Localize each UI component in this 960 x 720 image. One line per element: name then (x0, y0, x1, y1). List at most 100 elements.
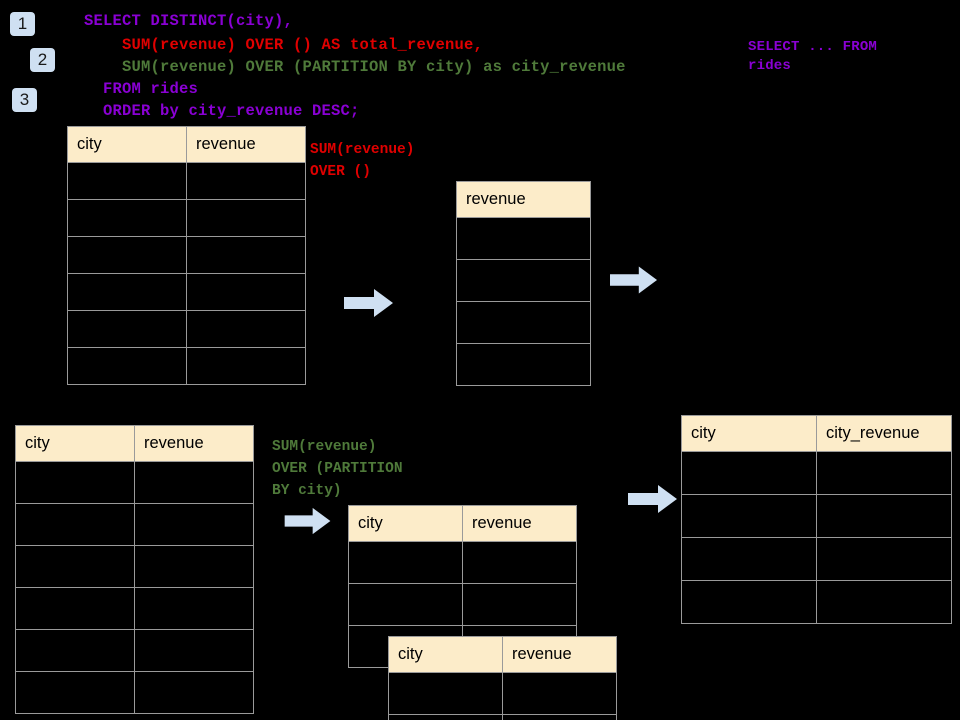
sql-aside-rides: rides (748, 58, 792, 74)
cell (388, 672, 503, 715)
table-header-row: city revenue (67, 126, 306, 163)
table-row (15, 671, 254, 714)
column-header-revenue: revenue (134, 425, 254, 462)
column-header-revenue: revenue (186, 126, 306, 163)
cell (462, 583, 577, 626)
table-row (67, 199, 306, 237)
cell (502, 672, 617, 715)
column-header-revenue: revenue (502, 636, 617, 673)
arrow-right-icon (610, 265, 658, 300)
cell (816, 494, 952, 538)
table-row (681, 451, 952, 495)
cell (15, 587, 135, 630)
table-row (388, 672, 617, 715)
table-row (456, 343, 591, 386)
table-row (15, 545, 254, 588)
table-total-revenue: revenue (456, 181, 591, 386)
cell (134, 503, 254, 546)
cell (348, 583, 463, 626)
cell (186, 310, 306, 348)
cell (67, 310, 187, 348)
table-row (456, 217, 591, 260)
cell (456, 259, 591, 302)
table-header-row: city revenue (15, 425, 254, 462)
table-row (681, 537, 952, 581)
table-header-row: revenue (456, 181, 591, 218)
column-header-city: city (348, 505, 463, 542)
table-header-row: city revenue (388, 636, 617, 673)
cell (186, 347, 306, 385)
cell (67, 236, 187, 274)
cell (456, 217, 591, 260)
column-header-city: city (388, 636, 503, 673)
cell (15, 629, 135, 672)
sql-line-city-revenue: SUM(revenue) OVER (PARTITION BY city) as… (84, 58, 626, 76)
cell (681, 451, 817, 495)
cell (186, 236, 306, 274)
table-row (15, 629, 254, 672)
step-badge-3: 3 (12, 88, 37, 112)
cell (134, 461, 254, 504)
cell (456, 301, 591, 344)
cell (816, 580, 952, 624)
table-source-bottom: city revenue (15, 425, 254, 714)
cell (134, 629, 254, 672)
table-row (67, 236, 306, 274)
cell (348, 541, 463, 584)
table-row (67, 347, 306, 385)
table-row (388, 714, 617, 720)
column-header-city: city (681, 415, 817, 452)
cell (388, 714, 503, 720)
sql-aside-select-from: SELECT ... FROM (748, 39, 878, 55)
table-row (456, 259, 591, 302)
column-header-city: city (67, 126, 187, 163)
table-row (15, 587, 254, 630)
cell (681, 537, 817, 581)
sql-line-order-by: ORDER by city_revenue DESC; (84, 102, 360, 120)
sql-line-total-revenue: SUM(revenue) OVER () AS total_revenue, (84, 36, 484, 54)
table-result: city city_revenue (681, 415, 952, 624)
column-header-city: city (15, 425, 135, 462)
table-row (67, 273, 306, 311)
sql-line-select-distinct: SELECT DISTINCT(city), (84, 12, 294, 30)
arrow-right-icon (344, 288, 394, 323)
cell (816, 537, 952, 581)
cell (134, 671, 254, 714)
table-row (67, 162, 306, 200)
arrow-right-icon (283, 507, 333, 540)
annotation-over-empty: SUM(revenue) OVER () (310, 142, 415, 180)
table-row (348, 583, 577, 626)
cell (67, 162, 187, 200)
table-row (15, 503, 254, 546)
cell (462, 541, 577, 584)
table-source-top: city revenue (67, 126, 306, 385)
cell (67, 273, 187, 311)
column-header-revenue: revenue (456, 181, 591, 218)
table-header-row: city city_revenue (681, 415, 952, 452)
step-badge-1: 1 (10, 12, 35, 36)
table-row (15, 461, 254, 504)
cell (15, 461, 135, 504)
table-row (681, 580, 952, 624)
sql-line-from: FROM rides (84, 80, 199, 98)
cell (67, 199, 187, 237)
annotation-over-partition: SUM(revenue) OVER (PARTITION BY city) (272, 439, 403, 499)
table-row (67, 310, 306, 348)
cell (15, 503, 135, 546)
table-row (348, 541, 577, 584)
cell (502, 714, 617, 720)
cell (681, 580, 817, 624)
cell (681, 494, 817, 538)
table-partition-group-b: city revenue (388, 636, 617, 720)
table-header-row: city revenue (348, 505, 577, 542)
column-header-revenue: revenue (462, 505, 577, 542)
arrow-right-icon (628, 484, 678, 519)
column-header-city-revenue: city_revenue (816, 415, 952, 452)
cell (186, 199, 306, 237)
cell (134, 587, 254, 630)
cell (816, 451, 952, 495)
cell (134, 545, 254, 588)
table-row (681, 494, 952, 538)
table-row (456, 301, 591, 344)
